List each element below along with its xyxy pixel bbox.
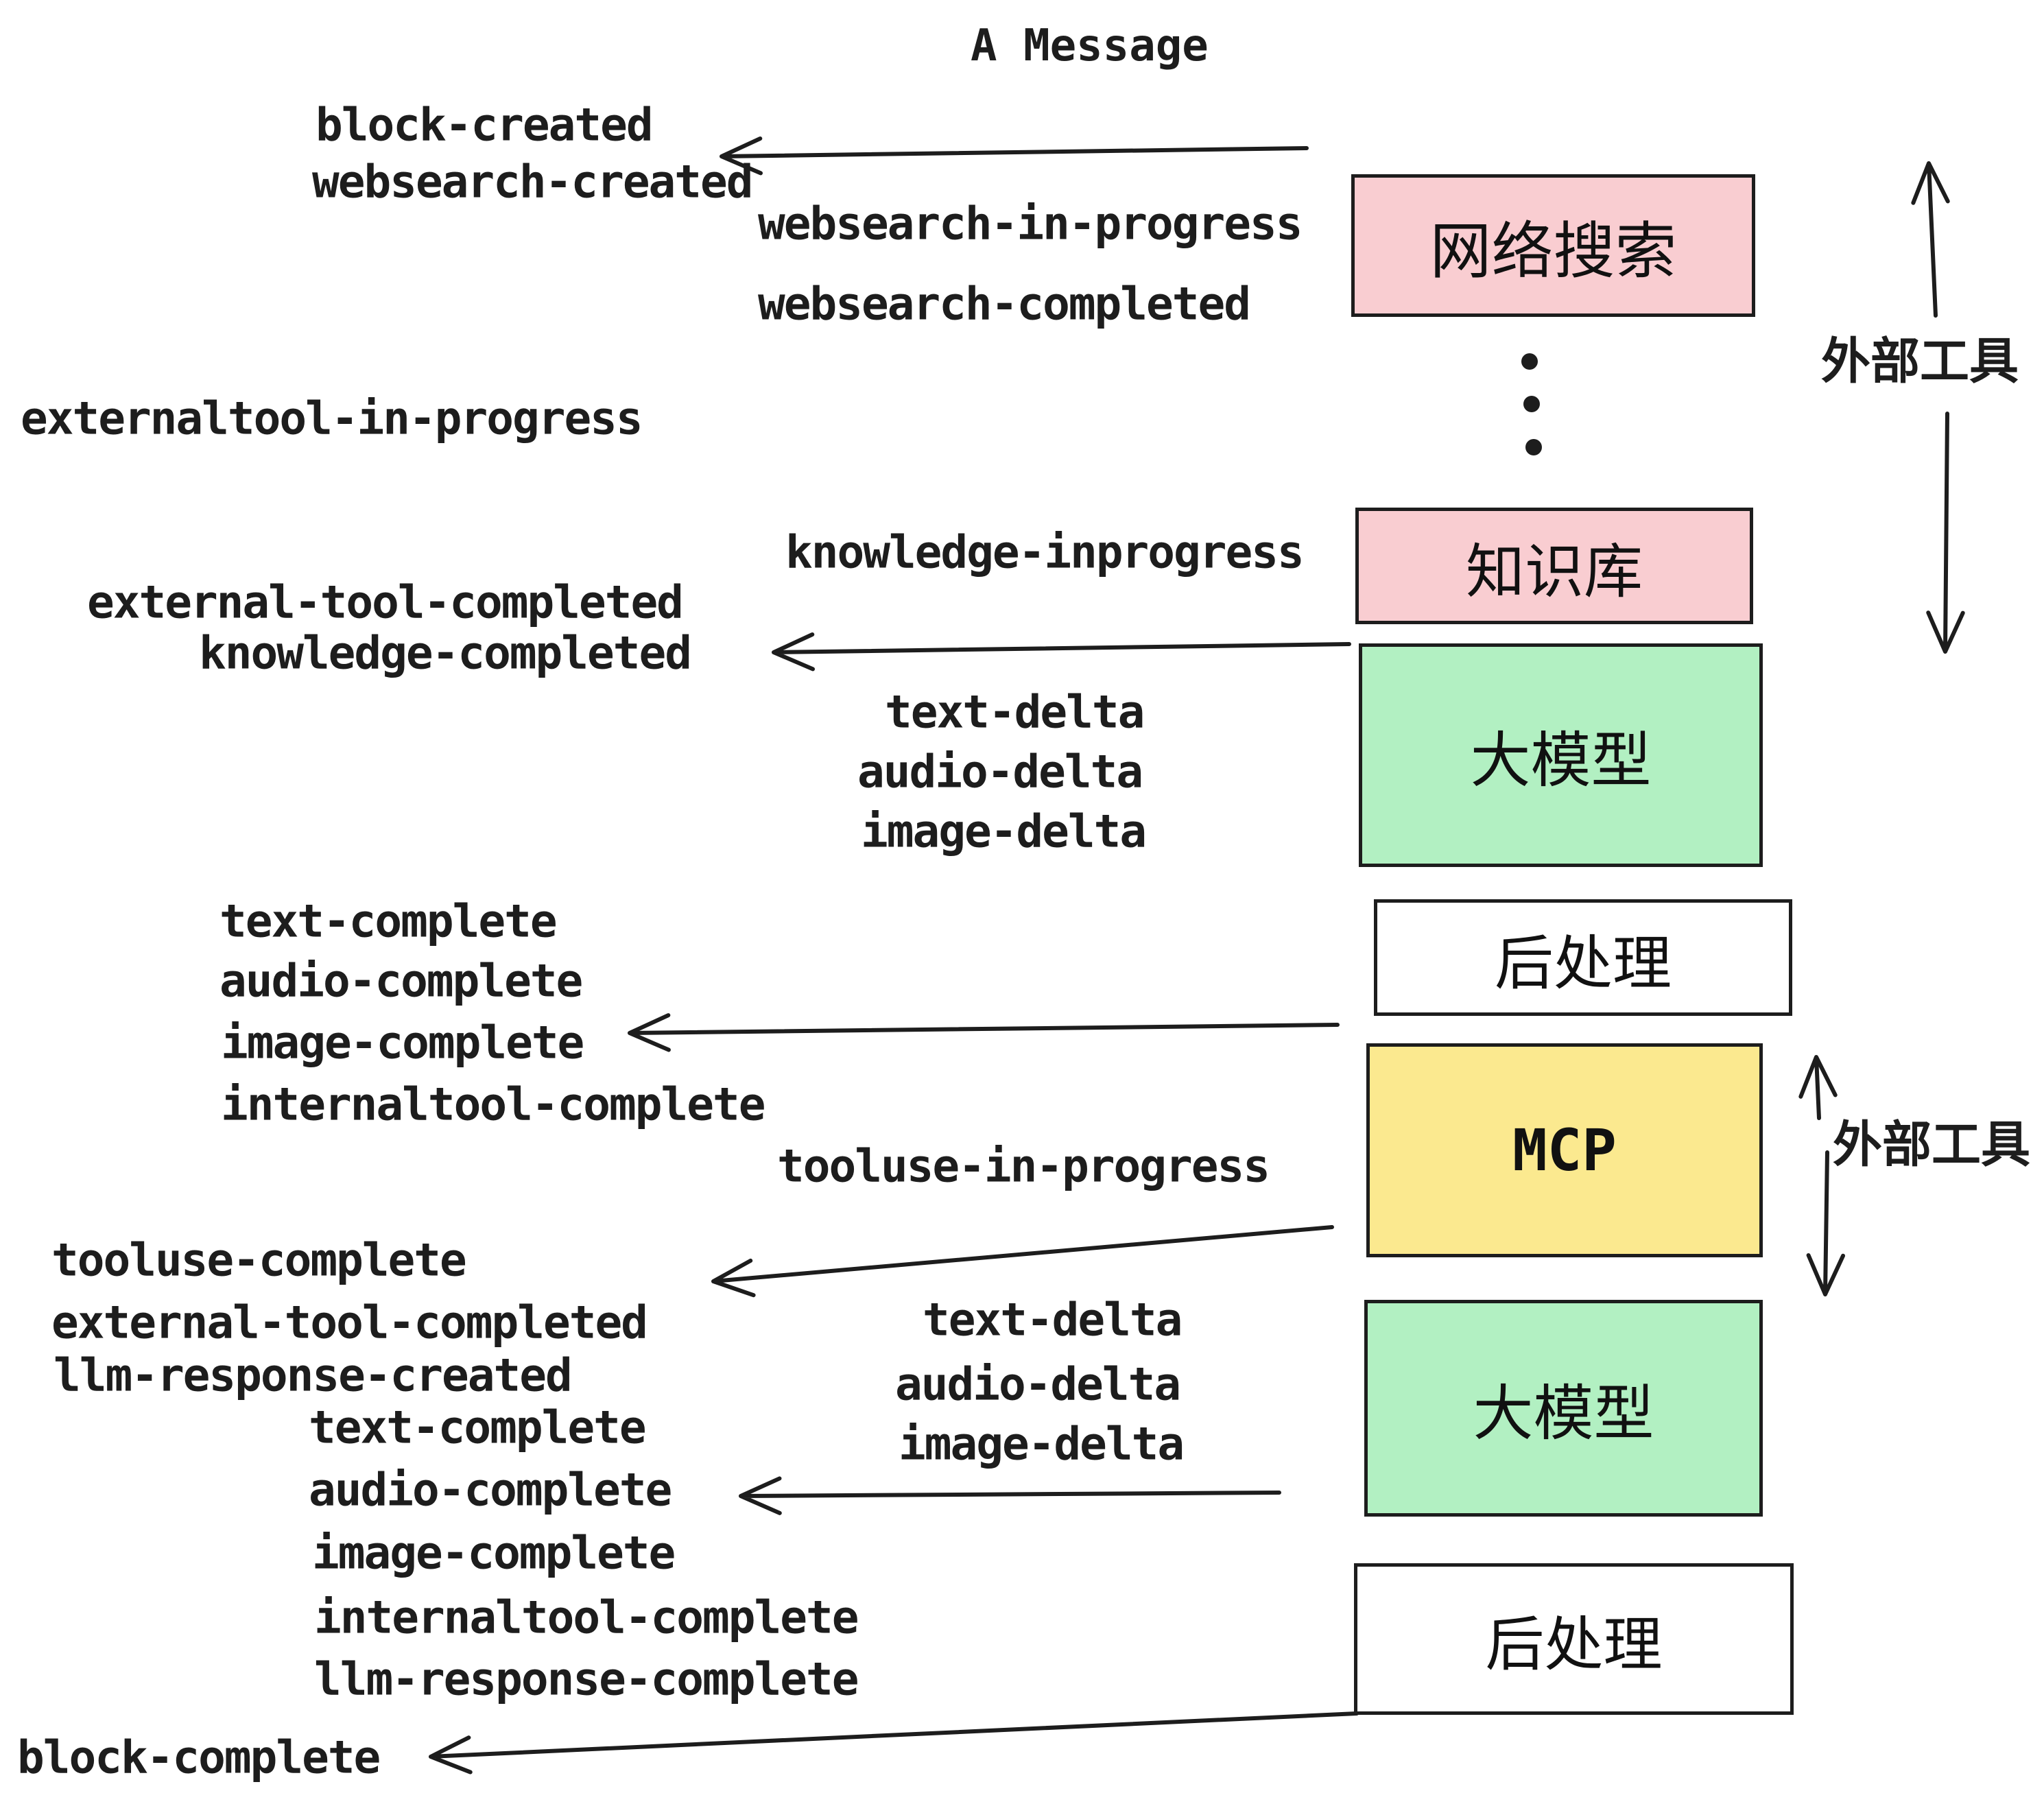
arrow-external-tools-2-up [1798,1055,1838,1120]
event-label-knowledge-completed: knowledge-completed [199,626,692,680]
side-label-external-tools-2: 外部工具 [1833,1115,2031,1174]
arrow-to-block-created [720,136,1309,176]
event-label-audio-delta: audio-delta [857,745,1143,798]
event-label-knowledge-inprogress: knowledge-inprogress [785,525,1305,579]
arrow-external-tools-1-up [1911,161,1950,318]
box-label: 知识库 [1466,537,1643,606]
event-label-audio-complete: audio-complete [309,1463,672,1517]
ellipsis-dot-3 [1525,439,1542,455]
box-postprocess-1: 后处理 [1374,899,1792,1016]
box-label: MCP [1512,1117,1617,1184]
event-label-text-complete: text-complete [309,1401,647,1454]
box-llm-2: 大模型 [1364,1300,1763,1517]
box-label: 后处理 [1485,1611,1663,1679]
event-label-image-delta: image-delta [861,805,1147,858]
event-label-websearch-created: websearch-created [312,155,754,209]
box-label: 大模型 [1470,724,1652,796]
event-label-websearch-completed: websearch-completed [758,277,1251,331]
event-label-internaltool-complete: internaltool-complete [314,1591,859,1644]
event-label-tooluse-in-progress: tooluse-in-progress [777,1139,1270,1193]
box-label: 网络搜索 [1429,215,1677,287]
arrow-to-image-complete [628,1013,1340,1052]
event-label-text-delta: text-delta [923,1293,1183,1346]
box-llm-1: 大模型 [1359,643,1763,867]
arrow-to-block-complete [429,1711,1359,1775]
box-mcp: MCP [1366,1043,1763,1257]
page-title: A Message [971,21,1209,71]
event-label-audio-delta: audio-delta [895,1357,1181,1411]
side-label-external-tools-1: 外部工具 [1821,332,2019,390]
event-label-block-created: block-created [316,98,654,152]
box-label: 后处理 [1495,929,1672,998]
event-label-external-tool-completed: external-tool-completed [51,1296,648,1349]
event-label-externaltool-in-progress: externaltool-in-progress [21,392,643,445]
arrow-external-tools-1-down [1926,412,1965,654]
event-label-tooluse-complete: tooluse-complete [51,1233,467,1287]
arrow-to-audio-complete [739,1476,1281,1515]
event-label-llm-response-complete: llm-response-complete [314,1652,859,1706]
box-postprocess-2: 后处理 [1354,1563,1794,1715]
event-label-image-complete: image-complete [312,1526,676,1580]
box-websearch: 网络搜索 [1351,174,1755,317]
event-label-internaltool-complete: internaltool-complete [221,1078,765,1131]
event-label-text-complete: text-complete [219,894,558,948]
arrow-to-tooluse-complete [711,1225,1334,1298]
box-label: 大模型 [1473,1377,1654,1449]
ellipsis-dot-2 [1523,396,1540,412]
event-label-image-delta: image-delta [899,1417,1185,1471]
event-label-block-complete: block-complete [17,1731,381,1784]
event-label-text-delta: text-delta [885,685,1145,739]
event-label-image-complete: image-complete [221,1016,584,1069]
ellipsis-dot-1 [1521,353,1538,370]
event-label-external-tool-completed: external-tool-completed [87,575,684,629]
event-label-websearch-in-progress: websearch-in-progress [758,197,1303,250]
event-label-llm-response-created: llm-response-created [54,1349,573,1402]
event-label-audio-complete: audio-complete [219,954,583,1008]
box-knowledge: 知识库 [1355,508,1753,624]
arrow-to-knowledge-completed [772,632,1351,672]
